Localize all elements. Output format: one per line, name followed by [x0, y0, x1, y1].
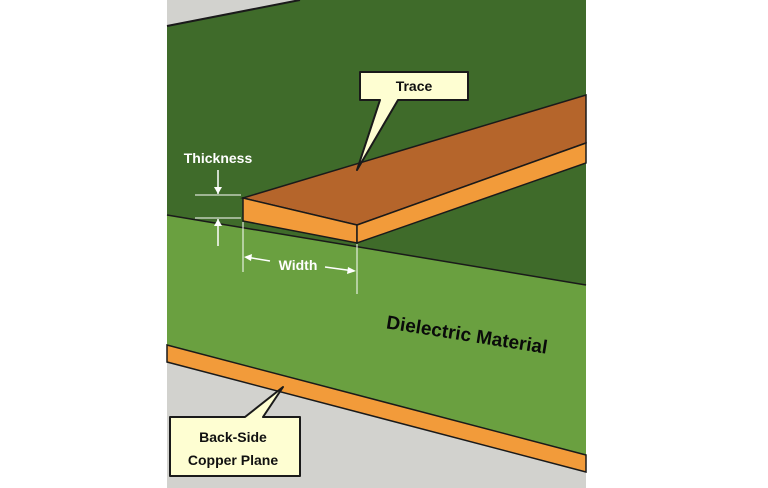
- width-label: Width: [279, 257, 318, 273]
- backside-label-line1: Back-Side: [199, 429, 267, 445]
- trace-label: Trace: [396, 78, 433, 94]
- thickness-dimension: Thickness: [184, 150, 253, 246]
- trace-callout: Trace: [356, 71, 469, 171]
- board-top-edge: [166, 0, 301, 27]
- dielectric-layer: [167, 215, 586, 455]
- backside-callout: Back-Side Copper Plane: [169, 386, 301, 477]
- copper-plane: [166, 344, 587, 473]
- thickness-label: Thickness: [184, 150, 253, 166]
- width-dimension: Width: [242, 222, 358, 294]
- trace-side-face: [356, 141, 587, 245]
- backside-label-line2: Copper Plane: [188, 452, 278, 468]
- dielectric-top-edge: [166, 214, 587, 286]
